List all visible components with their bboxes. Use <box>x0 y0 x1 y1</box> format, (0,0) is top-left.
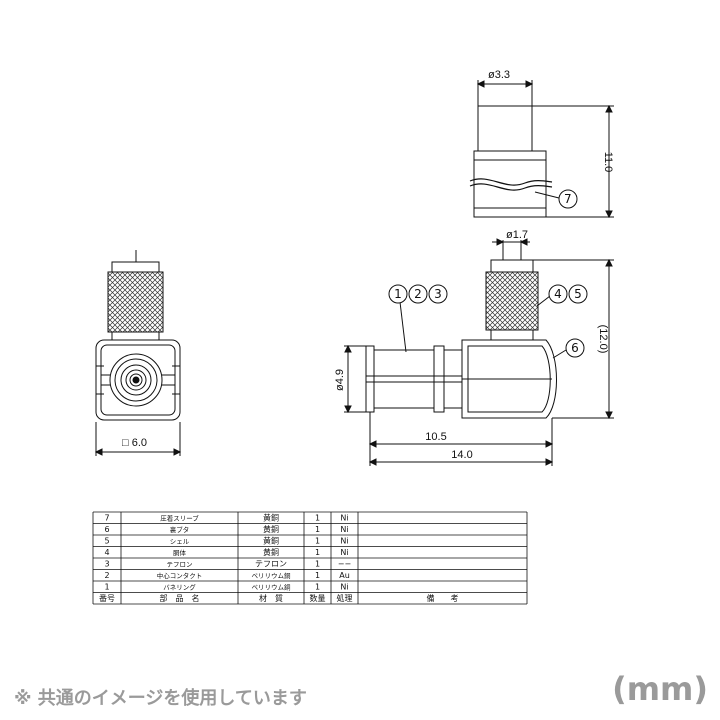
table-cell-no: 6 <box>104 525 109 534</box>
table-cell-name: テフロン <box>167 561 193 569</box>
callout-1: 1 <box>394 287 402 301</box>
table-cell-name: シェル <box>170 538 190 546</box>
table-header-name: 部 品 名 <box>160 593 200 603</box>
callout-2: 2 <box>414 287 422 301</box>
dim-dia-4-9: ø4.9 <box>334 369 346 391</box>
table-cell-name: 胴体 <box>173 548 187 557</box>
callout-4: 4 <box>554 287 562 301</box>
table-cell-qty: 1 <box>315 537 320 546</box>
table-cell-material: 黄銅 <box>263 513 279 523</box>
table-cell-name: 中心コンタクト <box>157 571 203 580</box>
table-cell-no: 1 <box>104 583 109 592</box>
table-header-finish: 処理 <box>337 593 353 603</box>
table-header-qty: 数量 <box>310 593 326 603</box>
table-cell-no: 7 <box>104 514 109 523</box>
table-header-no: 番号 <box>99 593 115 603</box>
table-cell-finish: Ni <box>340 514 348 523</box>
table-cell-material: 黄銅 <box>263 524 279 534</box>
front-view <box>94 250 182 456</box>
sleeve-view <box>469 80 614 219</box>
table-cell-material: ベリリウム銅 <box>252 571 292 580</box>
callout-5: 5 <box>574 287 582 301</box>
table-cell-finish: Au <box>339 571 350 580</box>
table-cell-material: 黄銅 <box>263 536 279 546</box>
table-cell-finish: Ni <box>340 525 348 534</box>
callout-6: 6 <box>571 341 579 355</box>
table-cell-qty: 1 <box>315 514 320 523</box>
dim-length-11: 11.0 <box>602 152 614 173</box>
table-cell-name: 圧着スリーブ <box>160 514 199 523</box>
dim-length-10-5: 10.5 <box>425 431 446 443</box>
table-cell-name: 裏ブタ <box>170 525 190 534</box>
table-cell-name: バネリング <box>163 583 196 592</box>
dim-square-6: □ 6.0 <box>122 437 147 449</box>
table-cell-qty: 1 <box>315 525 320 534</box>
table-cell-finish: Ni <box>340 583 348 592</box>
table-cell-no: 3 <box>104 560 109 569</box>
dim-dia-1-7: ø1.7 <box>506 229 528 241</box>
table-cell-no: 2 <box>104 571 109 580</box>
dim-dia-3-3: ø3.3 <box>488 69 510 81</box>
callout-7: 7 <box>564 192 572 206</box>
table-cell-qty: 1 <box>315 560 320 569</box>
dim-length-14: 14.0 <box>451 449 472 461</box>
table-cell-no: 4 <box>104 548 109 557</box>
unit-label: (mm) <box>612 670 708 708</box>
footer-note: ※ 共通のイメージを使用しています <box>14 688 307 709</box>
table-cell-finish: Ni <box>340 537 348 546</box>
side-view <box>344 238 614 466</box>
table-cell-no: 5 <box>104 537 109 546</box>
table-cell-finish: −− <box>338 560 351 569</box>
table-header-remarks: 備 考 <box>427 593 459 603</box>
dim-length-12: (12.0) <box>597 325 609 354</box>
table-cell-finish: Ni <box>340 548 348 557</box>
table-cell-qty: 1 <box>315 571 320 580</box>
table-header-material: 材 質 <box>259 593 283 603</box>
table-cell-material: テフロン <box>255 560 287 569</box>
table-cell-qty: 1 <box>315 548 320 557</box>
callout-3: 3 <box>434 287 442 301</box>
table-cell-material: 黄銅 <box>263 547 279 557</box>
table-cell-material: ベリリウム銅 <box>252 583 292 592</box>
table-cell-qty: 1 <box>315 583 320 592</box>
